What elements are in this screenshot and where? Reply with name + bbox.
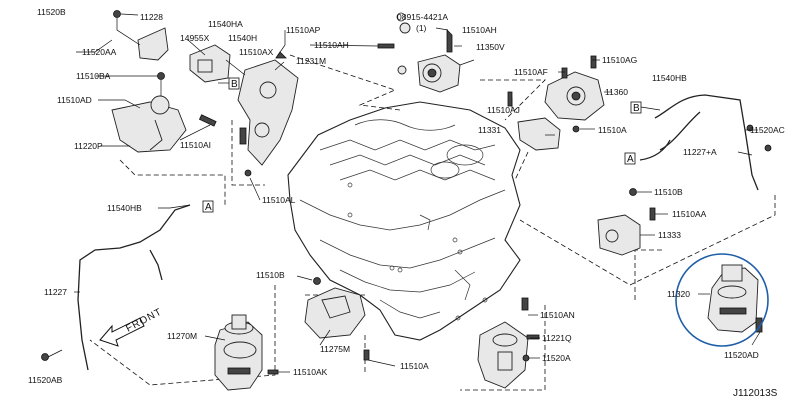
bracket-11331 (507, 91, 580, 151)
ref-tag-b-top: B (231, 79, 238, 90)
label-11510AF: 11510AF (514, 67, 548, 77)
label-11510AK: 11510AK (293, 367, 328, 377)
label-11220P: 11220P (74, 141, 103, 151)
engine-block (287, 101, 521, 341)
label-11228: 11228 (140, 12, 163, 22)
label-11510AP: 11510AP (286, 25, 321, 35)
ref-box-a-right: A (624, 152, 636, 165)
bracket-11220P (111, 72, 187, 153)
label-11510BA: 11510BA (76, 71, 111, 81)
label-11221Q: 11221Q (542, 333, 572, 343)
mount-11320 (707, 264, 763, 333)
bracket-11360 (544, 55, 605, 121)
bracket-11540H (187, 39, 231, 83)
washer-symbol-icon (396, 12, 406, 22)
label-11231M: 11231M (296, 56, 326, 66)
bolts-11510AI (198, 114, 252, 177)
label-11320: 11320 (667, 289, 690, 299)
ref-tag-a-mid: A (205, 202, 212, 213)
ref-box-a-mid: A (202, 200, 214, 213)
hose-11540HB-right (639, 94, 772, 191)
label-11520AB: 11520AB (28, 375, 63, 385)
label-11540HA: 11540HA (208, 19, 243, 29)
label-11540H: 11540H (228, 33, 257, 43)
label-11333: 11333 (658, 230, 681, 240)
label-11510A-bottom: 11510A (400, 361, 429, 371)
label-11510AA: 11510AA (672, 209, 707, 219)
label-08915-qty: (1) (416, 23, 427, 33)
label-11510AG: 11510AG (602, 55, 637, 65)
mount-11270M (214, 314, 279, 391)
label-11520AC: 11520AC (750, 125, 785, 135)
label-11510AX: 11510AX (239, 47, 274, 57)
label-11510B-center: 11510B (256, 270, 285, 280)
label-08915-4421A: 08915-4421A (397, 12, 448, 22)
ref-box-b-top: B (218, 77, 240, 90)
ref-box-b-right: B (630, 101, 661, 114)
label-11510AH-right: 11510AH (462, 25, 497, 35)
label-14955X: 14955X (180, 33, 210, 43)
label-11227A: 11227+A (683, 147, 717, 157)
label-11360: 11360 (605, 87, 628, 97)
label-11510B-right: 11510B (654, 187, 683, 197)
leader-lines (74, 27, 761, 373)
front-arrow: FRONT (99, 306, 164, 347)
label-11540HB-left: 11540HB (107, 203, 142, 213)
mount-11275M (304, 277, 370, 361)
ref-tag-b-right: B (633, 103, 640, 114)
label-11510AI: 11510AI (180, 140, 211, 150)
label-11270M: 11270M (167, 331, 197, 341)
hose-11227 (41, 204, 191, 371)
mount-11221Q (477, 297, 540, 389)
drawing-number: J112013S (733, 388, 778, 399)
bracket-11228 (113, 10, 169, 61)
guide-lines (89, 54, 776, 391)
front-label: FRONT (124, 306, 164, 334)
label-11510AL: 11510AL (262, 195, 296, 205)
part-labels: 11520B 11228 11520AA 14955X 11540HA 1154… (28, 7, 785, 385)
label-11520A: 11520A (542, 353, 571, 363)
label-11520B: 11520B (37, 7, 66, 17)
ref-tag-a-right: A (627, 154, 634, 165)
label-11510AD: 11510AD (57, 95, 92, 105)
label-11331: 11331 (478, 125, 501, 135)
label-11520AA: 11520AA (82, 47, 117, 57)
label-11540HB-right: 11540HB (652, 73, 687, 83)
label-11275M: 11275M (320, 344, 350, 354)
label-11510AJ: 11510AJ (487, 105, 520, 115)
label-11510A-right: 11510A (598, 125, 627, 135)
label-11350V: 11350V (476, 42, 505, 52)
mount-11350V (377, 22, 461, 93)
label-11520AD: 11520AD (724, 350, 759, 360)
bracket-11510AX (237, 51, 299, 166)
label-11510AH-left: 11510AH (314, 40, 349, 50)
label-11510AN: 11510AN (540, 310, 575, 320)
label-11227: 11227 (44, 287, 67, 297)
bracket-11333 (597, 188, 656, 256)
highlight-circle (675, 253, 769, 347)
